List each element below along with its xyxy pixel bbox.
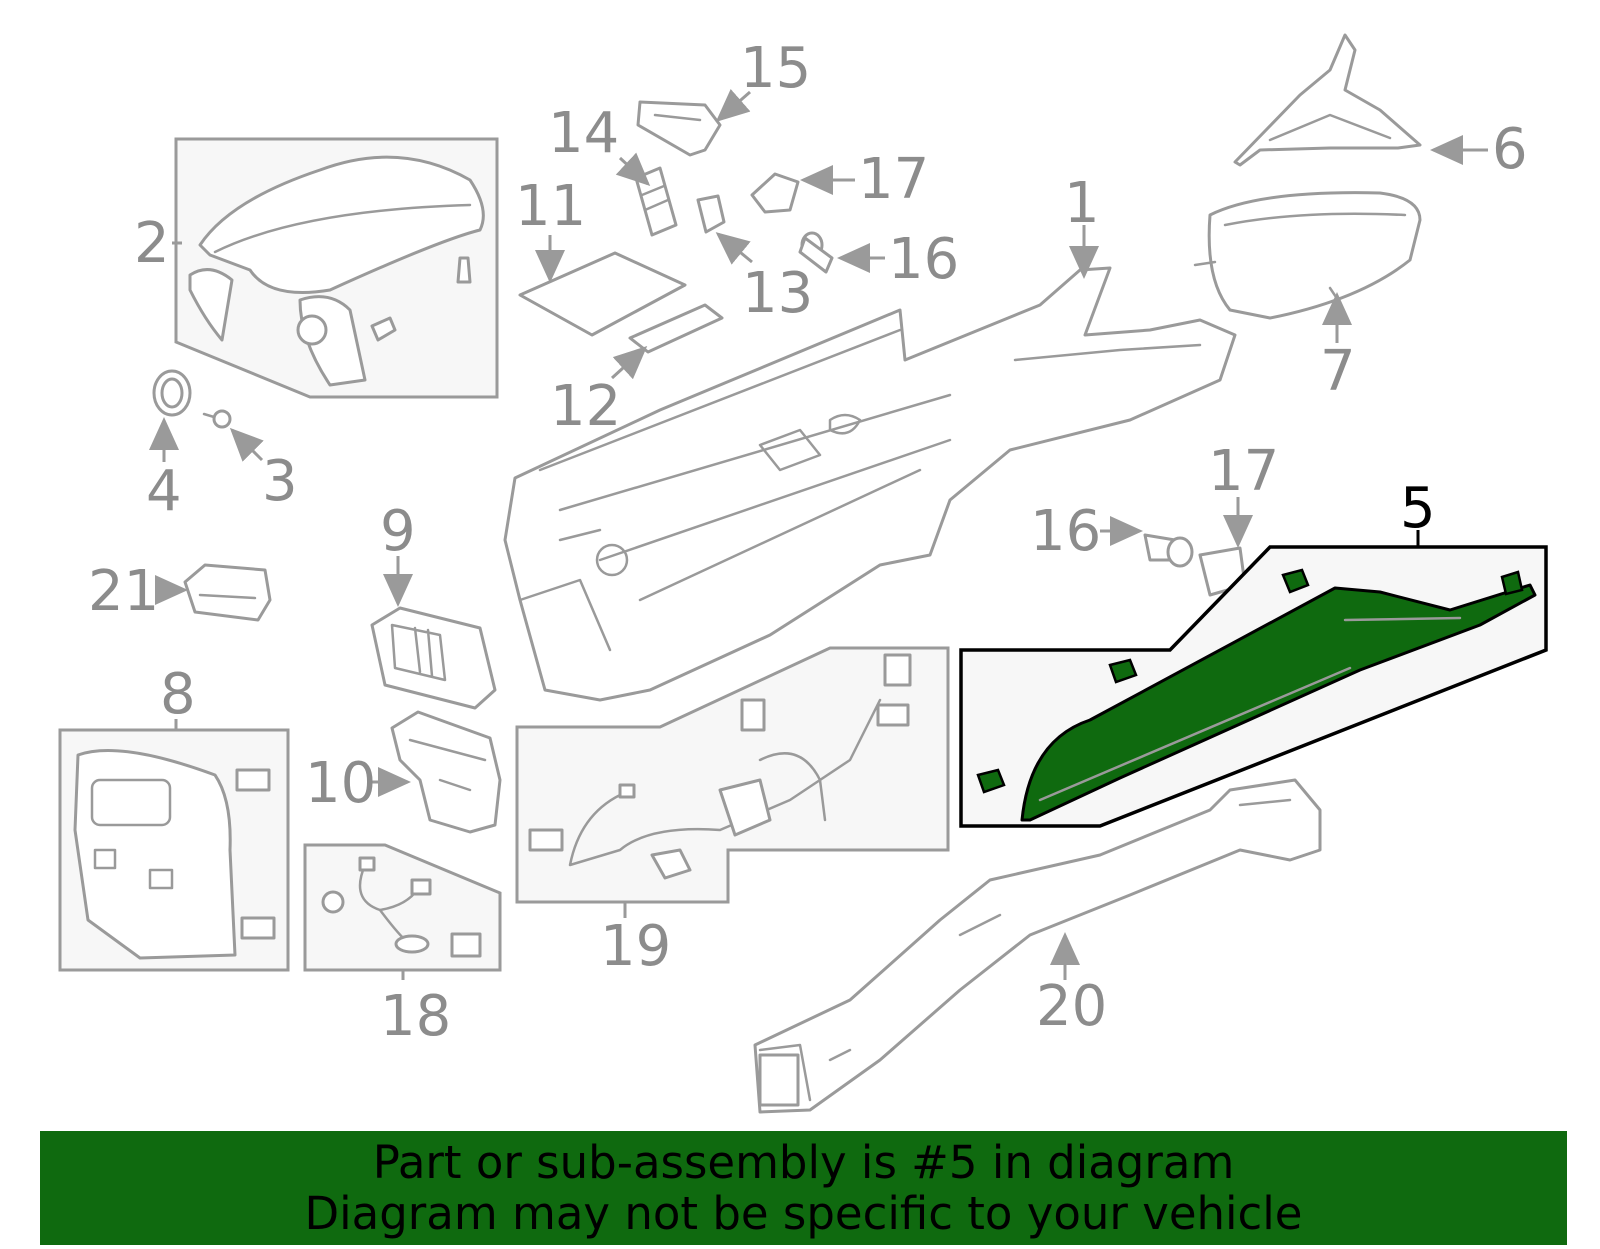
callout-12[interactable]: 12: [550, 374, 621, 439]
power-socket-upper[interactable]: [798, 231, 834, 274]
callout-9[interactable]: 9: [380, 499, 416, 564]
callout-19[interactable]: 19: [600, 914, 671, 979]
callout-2[interactable]: 2: [134, 211, 170, 276]
wire-harness-19[interactable]: [515, 646, 950, 904]
callout-11[interactable]: 11: [515, 174, 586, 239]
callout-17-upper[interactable]: 17: [858, 147, 929, 212]
callout-16-upper[interactable]: 16: [888, 227, 959, 292]
front-bracket[interactable]: [1233, 33, 1422, 167]
insert-panel[interactable]: [628, 303, 724, 354]
leader-lines: [149, 88, 1488, 980]
callout-1[interactable]: 1: [1064, 171, 1100, 236]
small-switch[interactable]: [696, 194, 726, 234]
bezel-ring[interactable]: [152, 369, 192, 417]
trim-panel-5[interactable]: [1020, 583, 1537, 822]
air-duct-10[interactable]: [390, 710, 502, 834]
rear-panel-assembly[interactable]: [58, 728, 290, 972]
callout-20[interactable]: 20: [1036, 974, 1107, 1039]
callout-13[interactable]: 13: [742, 261, 813, 326]
callout-5[interactable]: 5: [1400, 476, 1436, 541]
callout-14[interactable]: 14: [548, 101, 619, 166]
front-panel[interactable]: [1193, 191, 1422, 320]
callout-7[interactable]: 7: [1320, 339, 1356, 404]
callout-6[interactable]: 6: [1492, 117, 1528, 182]
tray-mat[interactable]: [518, 251, 687, 337]
power-socket-lower[interactable]: [1143, 533, 1194, 568]
highlighted-part-5-box[interactable]: [959, 545, 1548, 828]
callout-15[interactable]: 15: [740, 36, 811, 101]
console-body[interactable]: [503, 266, 1237, 702]
banner-line-2: Diagram may not be specific to your vehi…: [304, 1187, 1303, 1240]
callout-10[interactable]: 10: [305, 751, 376, 816]
callout-18[interactable]: 18: [380, 984, 451, 1049]
callout-17-lower[interactable]: 17: [1208, 439, 1279, 504]
part-notice-banner: Part or sub-assembly is #5 in diagram Di…: [40, 1131, 1567, 1245]
callouts: 1 2 3 4 5 6 7 8 9 10 11 12 13 14 15 16 1…: [88, 36, 1528, 1049]
wire-harness-18[interactable]: [303, 843, 502, 972]
switch-panel-21[interactable]: [183, 563, 272, 622]
armrest-assembly[interactable]: [174, 137, 499, 399]
clip-5a[interactable]: [1281, 568, 1310, 594]
clip-5c[interactable]: [976, 768, 1006, 794]
floor-duct[interactable]: [753, 778, 1322, 1114]
callout-21[interactable]: 21: [88, 559, 159, 624]
socket-cap-upper[interactable]: [750, 172, 800, 214]
air-vent[interactable]: [370, 606, 497, 710]
callout-16-lower[interactable]: 16: [1030, 499, 1101, 564]
clip-5b[interactable]: [1108, 658, 1138, 684]
callout-4[interactable]: 4: [146, 459, 182, 524]
callout-8[interactable]: 8: [160, 662, 196, 727]
clip-5d[interactable]: [1500, 570, 1524, 596]
callout-3[interactable]: 3: [262, 449, 298, 514]
banner-line-1: Part or sub-assembly is #5 in diagram: [372, 1136, 1235, 1189]
screw[interactable]: [202, 409, 232, 429]
switch-bracket[interactable]: [636, 100, 722, 157]
